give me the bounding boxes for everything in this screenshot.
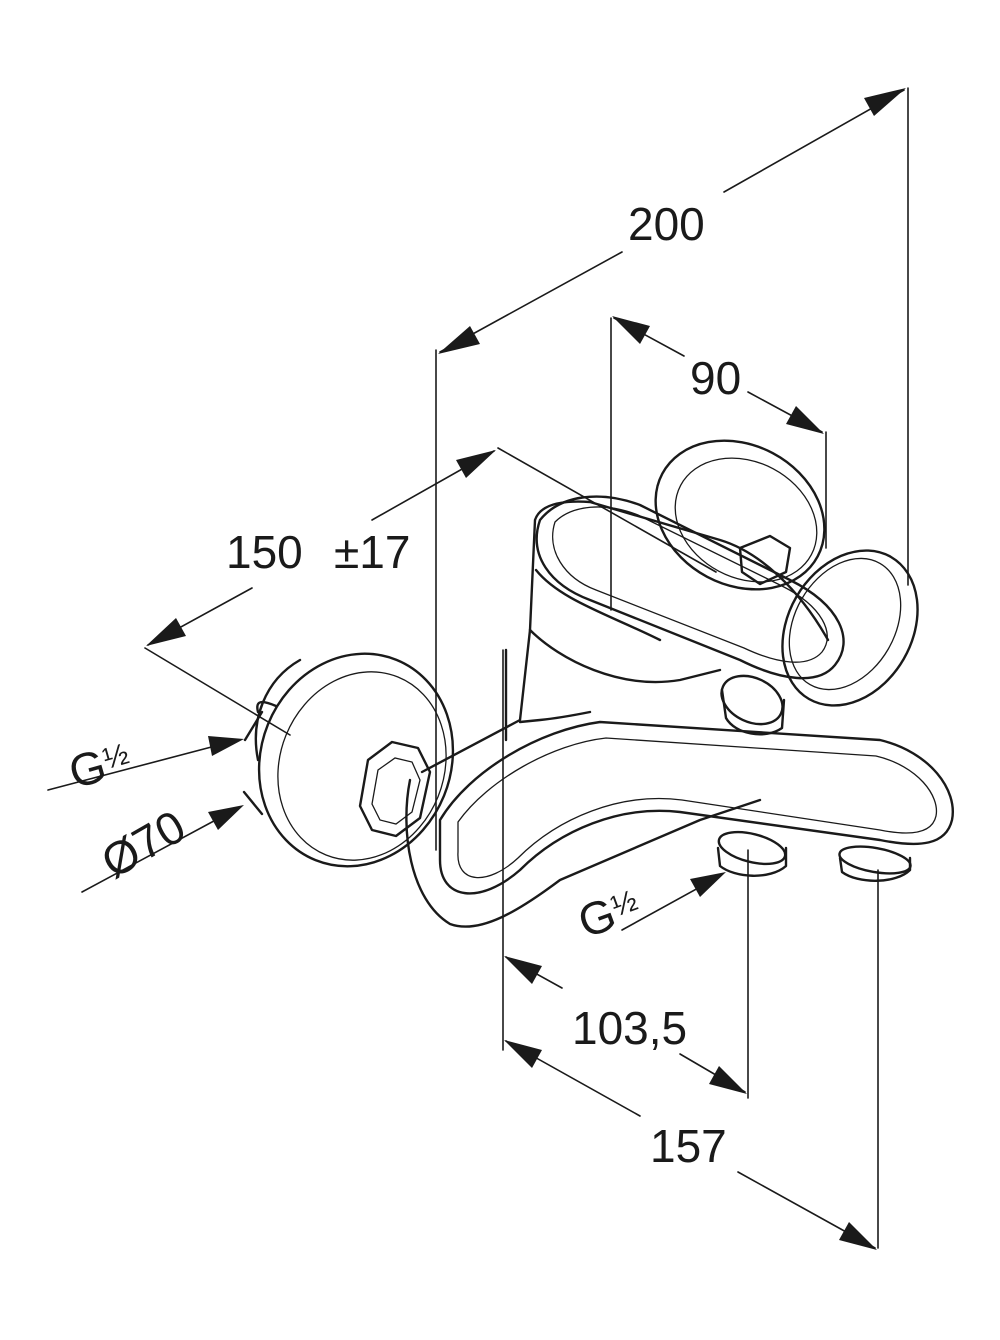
right-escutcheon bbox=[654, 439, 826, 591]
dimension-90 bbox=[612, 316, 824, 434]
label-103-5: 103,5 bbox=[572, 1002, 687, 1054]
dimension-labels: 200 90 150 ±17 103,5 157 G ½ Ø70 G ½ bbox=[63, 198, 741, 1172]
extension-lines bbox=[144, 87, 909, 1249]
left-escutcheon bbox=[242, 652, 455, 868]
dimension-157 bbox=[504, 1040, 877, 1250]
label-90: 90 bbox=[690, 352, 741, 404]
left-hex-nut bbox=[358, 740, 432, 838]
dimension-150 bbox=[146, 450, 496, 646]
label-200: 200 bbox=[628, 198, 705, 250]
label-tolerance: ±17 bbox=[334, 526, 410, 578]
spout bbox=[438, 720, 954, 895]
faucet-illustration bbox=[242, 439, 954, 928]
label-g-half-inlet: G ½ bbox=[63, 737, 132, 798]
dimension-200 bbox=[438, 88, 906, 354]
label-150: 150 bbox=[226, 526, 303, 578]
leader-diameter-70 bbox=[81, 805, 244, 893]
label-diameter-70: Ø70 bbox=[93, 800, 194, 889]
leader-g-half-inlet bbox=[47, 736, 244, 791]
dimension-103-5 bbox=[504, 956, 747, 1094]
label-g-half-outlet: G ½ bbox=[571, 884, 642, 948]
handle-lever bbox=[534, 495, 845, 680]
diverter-knob bbox=[720, 674, 786, 736]
bottom-outlet-nut bbox=[716, 830, 788, 877]
main-body bbox=[405, 500, 830, 928]
leader-g-half-outlet bbox=[621, 872, 726, 931]
spout-aerator bbox=[838, 845, 912, 882]
label-157: 157 bbox=[650, 1120, 727, 1172]
